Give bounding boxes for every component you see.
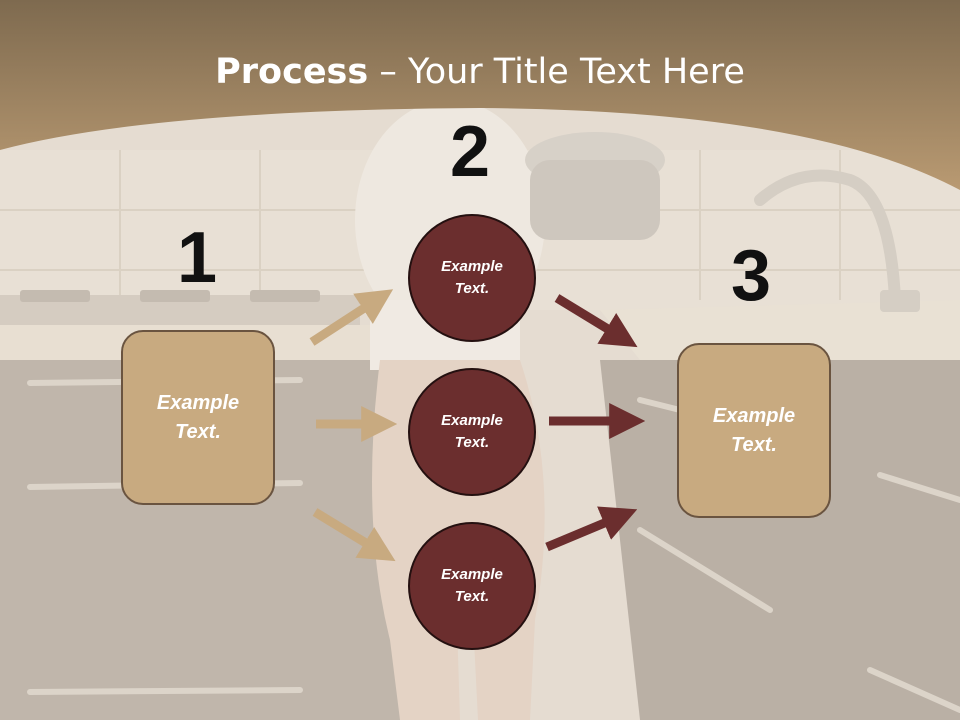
page-title: Process – Your Title Text Here [0,52,960,92]
left-box[interactable]: Example Text. [121,330,275,505]
title-rest: – Your Title Text Here [368,52,745,92]
right-box-text: Example Text. [712,404,796,456]
right-box[interactable]: Example Text. [677,343,831,518]
step-number-3: 3 [731,236,772,316]
arrow-bottom-to-right [545,506,638,552]
arrow-top-to-right [554,294,638,348]
arrow-left-to-bottom [312,508,396,562]
circle-bottom[interactable]: Example Text. [408,522,536,650]
title-bold: Process [215,52,369,92]
circle-bottom-text: Example Text. [441,565,503,606]
left-box-text: Example Text. [156,391,240,443]
step-number-2: 2 [450,112,491,192]
circle-top[interactable]: Example Text. [408,214,536,342]
circle-middle[interactable]: Example Text. [408,368,536,496]
circle-top-text: Example Text. [441,257,503,298]
arrow-left-to-top [309,289,394,346]
circle-middle-text: Example Text. [441,411,503,452]
step-number-1: 1 [177,218,218,298]
